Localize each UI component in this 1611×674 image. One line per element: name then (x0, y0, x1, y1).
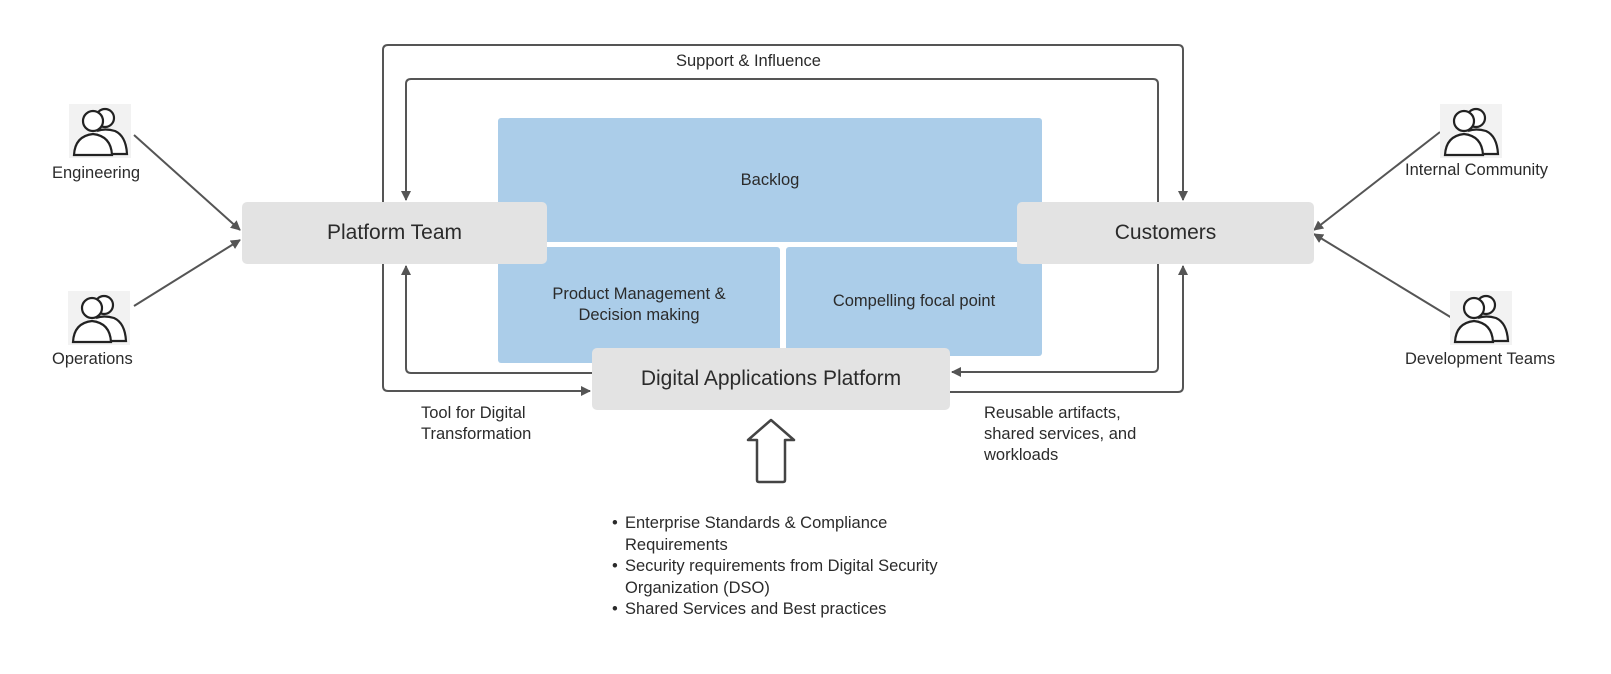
platform-team-box: Platform Team (242, 202, 547, 264)
operations-label: Operations (52, 350, 133, 368)
customers-to-dap-connector (951, 264, 1159, 377)
reusable-label-line-1: Reusable artifacts, (984, 404, 1121, 422)
tool-label: Tool for Digital Transformation (421, 403, 531, 445)
customers-box: Customers (1017, 202, 1314, 264)
requirement-item: Enterprise Standards & Compliance Requir… (612, 513, 980, 556)
customers-label: Customers (1114, 221, 1217, 244)
development-teams-label: Development Teams (1405, 350, 1556, 368)
support-influence-label: Support & Influence (676, 52, 821, 70)
engineering-users-icon (69, 104, 131, 158)
reusable-label: Reusable artifacts, shared services, and… (984, 403, 1136, 466)
reusable-label-line-3: workloads (984, 446, 1059, 464)
dap-label: Digital Applications Platform (640, 367, 902, 390)
support-inner-connector (401, 78, 1159, 202)
focal-point-label: Compelling focal point (832, 292, 996, 310)
operations-connector (133, 239, 241, 307)
requirement-item: Security requirements from Digital Secur… (612, 556, 980, 599)
development-teams-connector (1313, 233, 1453, 319)
requirements-list: Enterprise Standards & Compliance Requir… (612, 513, 980, 621)
engineering-label: Engineering (52, 164, 141, 182)
tool-label-line-1: Tool for Digital (421, 404, 526, 422)
backlog-label: Backlog (740, 170, 800, 189)
support-outer-connector (382, 44, 1188, 202)
tool-label-line-2: Transformation (421, 425, 532, 443)
product-management-label: Product Management & Decision making (552, 285, 726, 324)
up-arrow-icon (746, 418, 796, 484)
reusable-label-line-2: shared services, and (984, 425, 1137, 443)
dap-box: Digital Applications Platform (592, 348, 950, 410)
development-teams-users-icon (1450, 291, 1512, 345)
dap-to-customers-connector (950, 265, 1188, 393)
requirement-item: Shared Services and Best practices (612, 599, 980, 621)
operations-users-icon (68, 291, 130, 345)
internal-community-label: Internal Community (1405, 161, 1549, 179)
focal-point-box: Compelling focal point (786, 247, 1042, 356)
dap-to-platform-connector (401, 265, 592, 374)
platform-team-label: Platform Team (327, 221, 462, 244)
product-management-box: Product Management & Decision making (498, 247, 780, 363)
internal-community-connector (1313, 131, 1441, 231)
platform-to-dap-connector (382, 264, 591, 396)
engineering-connector (133, 134, 241, 231)
backlog-box: Backlog (498, 118, 1042, 242)
internal-community-users-icon (1440, 104, 1502, 158)
